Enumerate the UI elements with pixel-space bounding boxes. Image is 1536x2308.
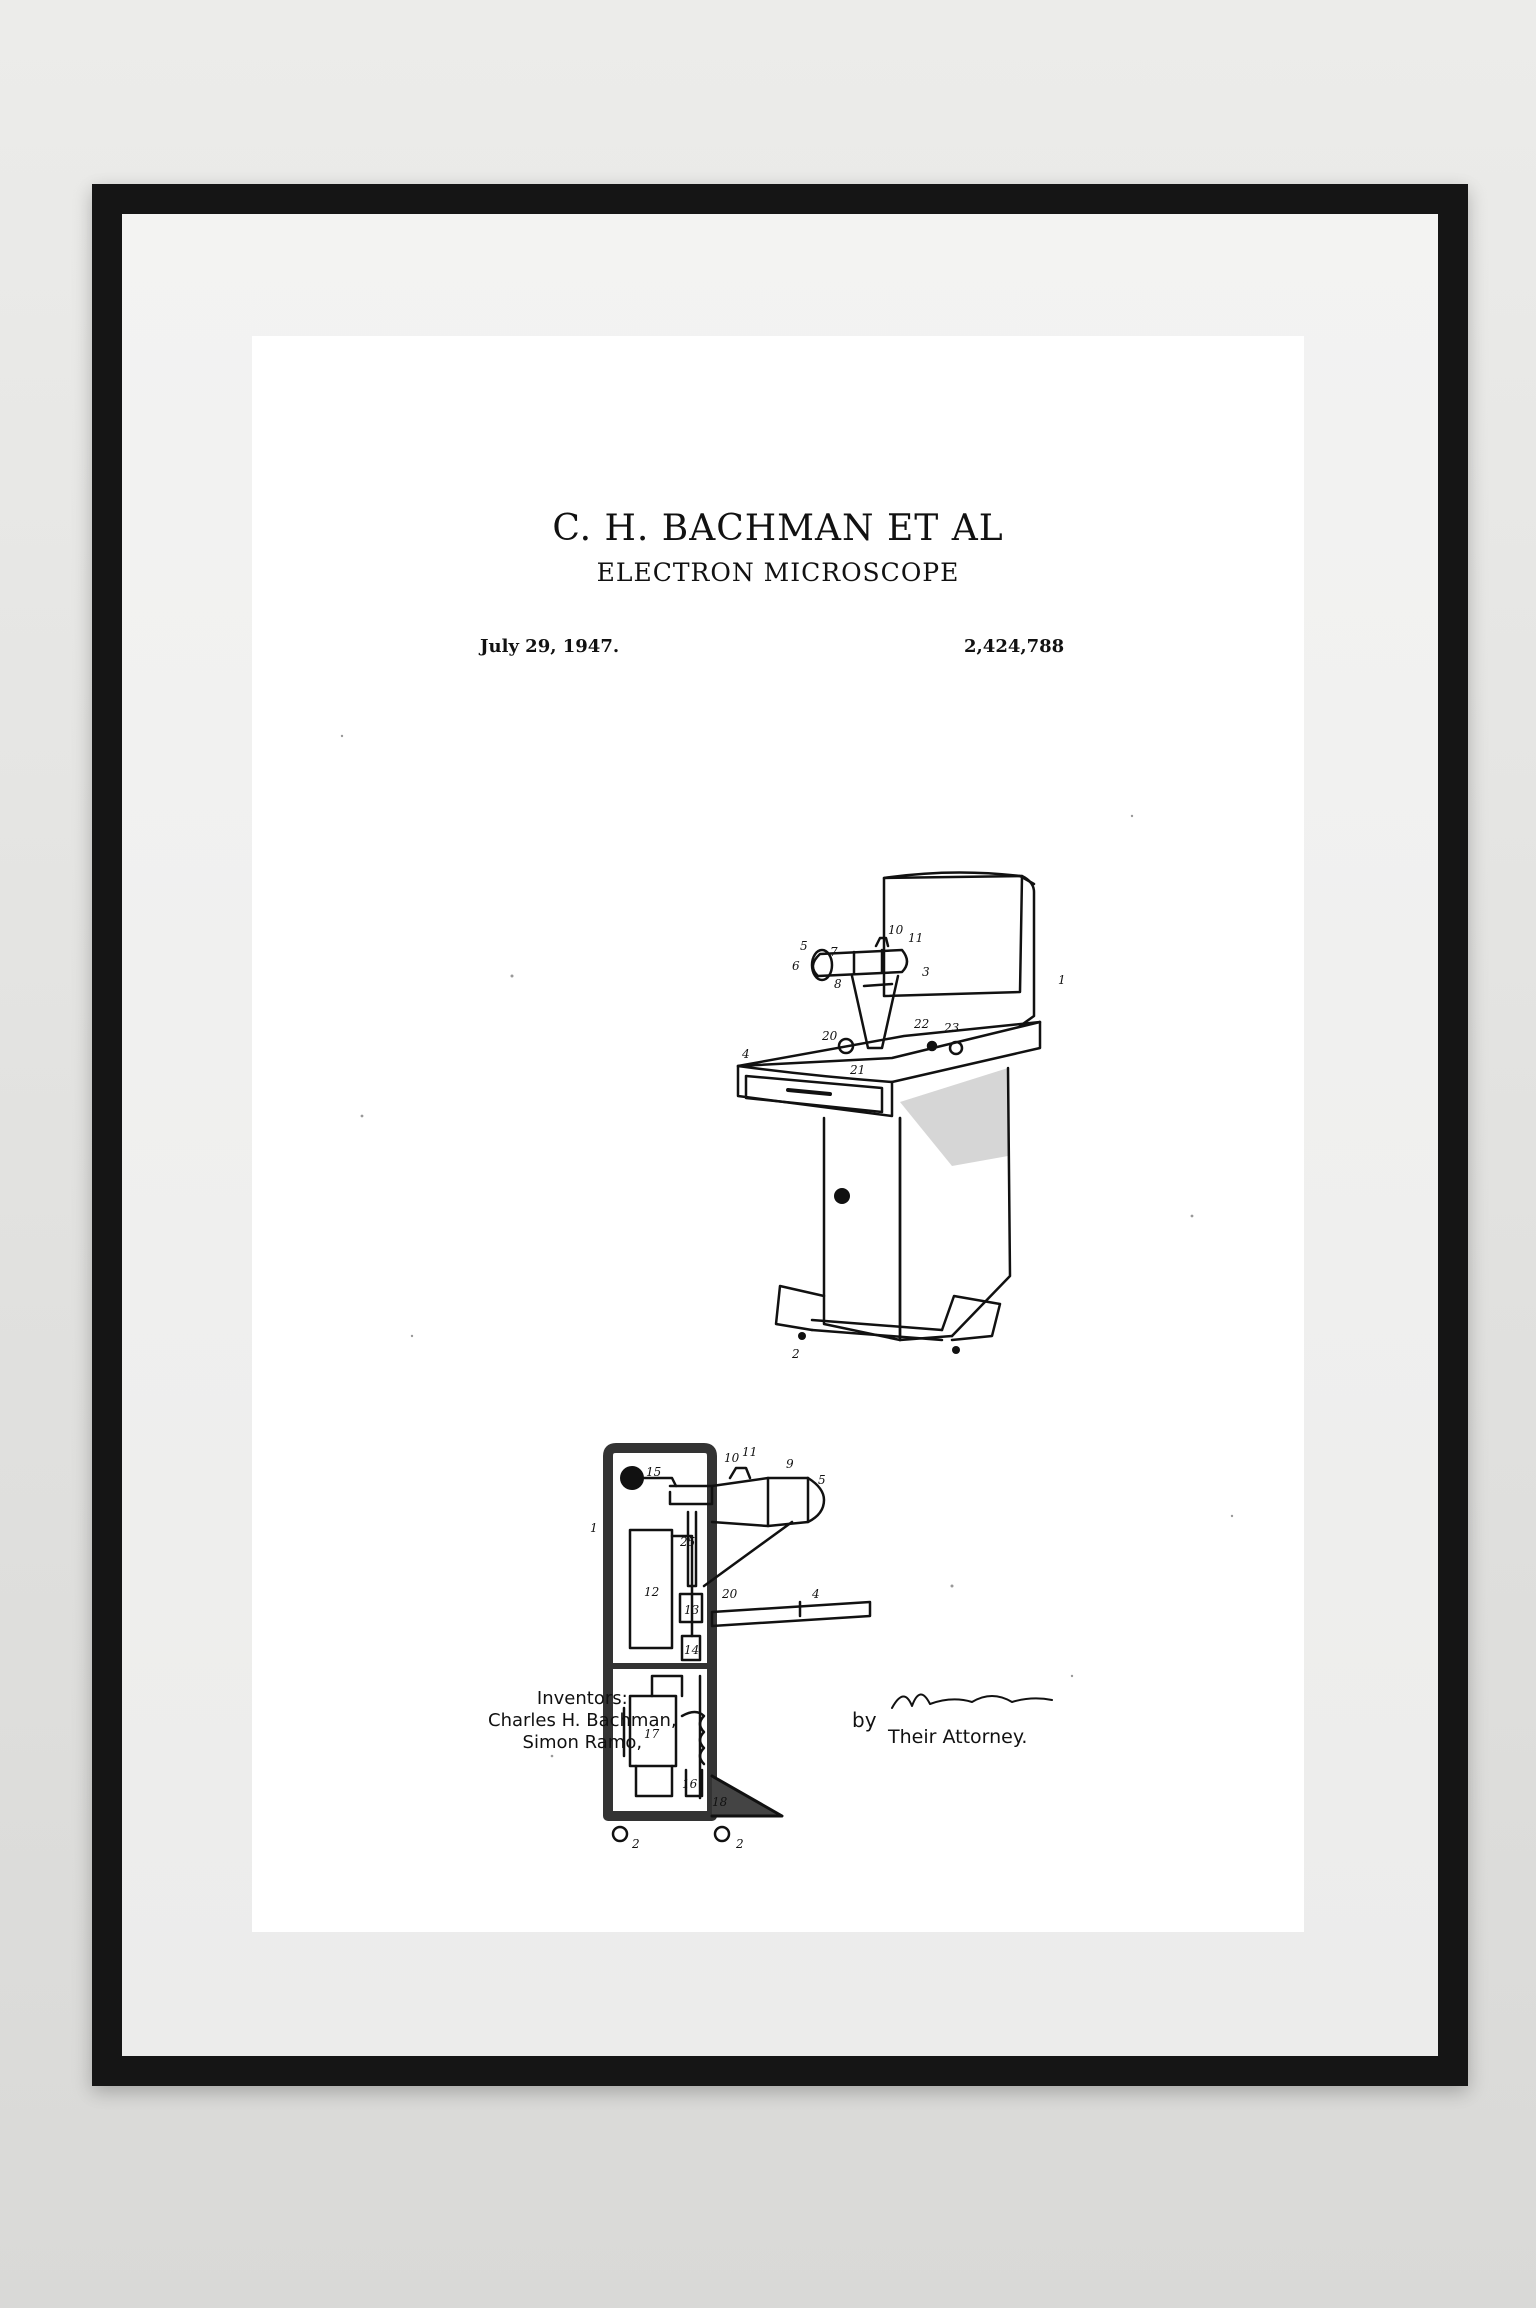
label-13b: 13	[684, 1603, 700, 1617]
label-11b: 11	[742, 1445, 757, 1459]
label-10b: 10	[724, 1451, 740, 1465]
label-14b: 14	[684, 1643, 699, 1657]
label-20: 20	[821, 1029, 838, 1043]
inventor-1: Charles H. Bachman,	[488, 1710, 677, 1731]
label-4b: 4	[811, 1587, 820, 1601]
patent-title: C. H. BACHMAN ET AL	[552, 508, 1004, 549]
inventor-2: Simon Ramo,	[522, 1732, 643, 1753]
inventors-block: Inventors: Charles H. Bachman, Simon Ram…	[488, 1688, 677, 1754]
label-2: 2	[791, 1347, 800, 1361]
label-18b: 18	[712, 1795, 728, 1809]
microscope-drawing: 10 11 5 7 6 3 8 1 22 23 20 4 21 2	[340, 734, 1234, 1851]
label-3: 3	[922, 965, 930, 979]
label-2b-right: 2	[735, 1837, 744, 1851]
label-5b: 5	[818, 1473, 826, 1487]
figure-sectional-view: 10 11 9 5 15 1 12 25 13 20 4 14 17 16	[590, 1443, 872, 1851]
label-16b: 16	[682, 1777, 698, 1791]
label-2b-left: 2	[631, 1837, 640, 1851]
label-5: 5	[800, 939, 808, 953]
frame-mat: C. H. BACHMAN ET AL ELECTRON MICROSCOPE …	[122, 214, 1438, 2056]
label-17b: 17	[644, 1727, 660, 1741]
attorney-label: Their Attorney.	[888, 1726, 1028, 1748]
figure-perspective-view: 10 11 5 7 6 3 8 1 22 23 20 4 21 2	[736, 871, 1066, 1361]
patent-print: C. H. BACHMAN ET AL ELECTRON MICROSCOPE …	[252, 336, 1304, 1932]
label-23: 23	[943, 1021, 960, 1035]
label-4: 4	[741, 1047, 750, 1061]
label-22: 22	[913, 1017, 929, 1031]
paper-speckles	[340, 734, 1234, 1758]
by-label: by	[852, 1708, 877, 1732]
label-7: 7	[830, 945, 838, 959]
patent-date: July 29, 1947.	[480, 636, 620, 657]
label-15b: 15	[646, 1465, 661, 1479]
inventors-label: Inventors:	[536, 1688, 628, 1709]
attorney-signature	[891, 1693, 1053, 1709]
picture-frame: C. H. BACHMAN ET AL ELECTRON MICROSCOPE …	[92, 184, 1468, 2086]
label-25b: 25	[679, 1535, 695, 1549]
label-1b: 1	[590, 1521, 598, 1535]
label-6: 6	[792, 959, 800, 973]
patent-number: 2,424,788	[964, 636, 1065, 657]
label-1: 1	[1058, 973, 1066, 987]
label-11: 11	[908, 931, 923, 945]
label-21: 21	[849, 1063, 865, 1077]
patent-subtitle: ELECTRON MICROSCOPE	[596, 558, 960, 587]
label-8: 8	[834, 977, 842, 991]
label-20b: 20	[721, 1587, 738, 1601]
label-10: 10	[888, 923, 904, 937]
label-12b: 12	[644, 1585, 659, 1599]
label-9b: 9	[786, 1457, 794, 1471]
